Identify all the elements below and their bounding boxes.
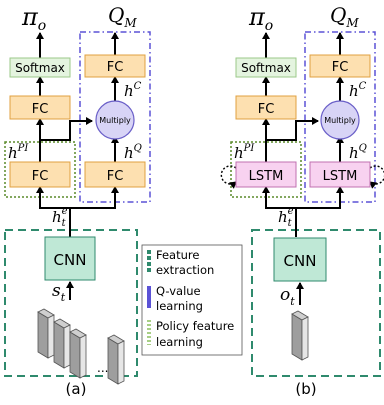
multiply-label-b: Multiply	[324, 116, 356, 125]
q-block-fc2-a: FC	[84, 161, 146, 188]
legend-item-feature: Feature extraction	[147, 248, 214, 277]
panel-b: πo QM Softmax FC LSTM FC	[220, 3, 384, 398]
cnn-label-b: CNN	[284, 252, 317, 270]
q-block-fc-a: FC	[84, 54, 146, 78]
svg-text:Feature: Feature	[156, 248, 199, 262]
policy-block-fc-label-b: FC	[258, 102, 275, 117]
policy-output-label-b: πo	[248, 3, 273, 34]
input-label-b: ot	[280, 285, 295, 308]
h-q-label-a: hQ	[124, 143, 142, 162]
svg-text:extraction: extraction	[156, 263, 214, 277]
policy-block-lstm-label-b: LSTM	[249, 169, 284, 184]
q-block-fc-label-a: FC	[107, 60, 124, 75]
policy-block-fc-label-a: FC	[32, 102, 49, 117]
input-label-a: st	[52, 281, 66, 304]
policy-block-lstm-b: LSTM	[235, 161, 297, 188]
h-q-label-b: hQ	[349, 143, 367, 162]
svg-text:learning: learning	[156, 299, 203, 313]
panel-caption-b: (b)	[295, 380, 316, 398]
q-block-fc-label-b: FC	[332, 60, 349, 75]
legend-item-q-value: Q-value learning	[147, 284, 203, 313]
frame-stack-image-a: ...	[37, 308, 125, 385]
recurrent-loop-policy-b	[220, 165, 237, 189]
h-pi-label-b: hPI	[234, 143, 255, 162]
q-block-lstm-b: LSTM	[309, 161, 371, 188]
svg-text:Q-value: Q-value	[156, 284, 201, 298]
cnn-block-b: CNN	[273, 237, 327, 282]
legend-item-policy: Policy feature learning	[147, 319, 234, 349]
policy-block-softmax-b: Softmax	[235, 57, 297, 78]
legend-box	[141, 244, 243, 356]
q-output-label-b: QM	[330, 3, 359, 30]
policy-block-softmax-label-b: Softmax	[241, 61, 291, 75]
policy-block-softmax-label-a: Softmax	[15, 61, 65, 75]
h-c-label-a: hC	[124, 81, 142, 100]
policy-block-fc-b: FC	[235, 95, 297, 120]
policy-output-label-a: πo	[21, 3, 46, 34]
observation-image-b	[291, 310, 309, 361]
policy-block-fc2-label-a: FC	[32, 169, 49, 184]
cnn-block-a: CNN	[44, 236, 96, 281]
legend: Feature extraction Q-value learning Poli…	[141, 244, 243, 356]
panel-caption-a: (a)	[66, 380, 87, 398]
panel-a: πo QM Softmax FC FC	[4, 3, 151, 398]
q-block-lstm-label-b: LSTM	[323, 169, 358, 184]
svg-text:Policy feature: Policy feature	[156, 319, 234, 333]
multiply-node-a: Multiply	[95, 100, 135, 140]
policy-block-softmax-a: Softmax	[9, 57, 71, 78]
multiply-label-a: Multiply	[99, 116, 131, 125]
h-c-label-b: hC	[349, 81, 367, 100]
cnn-label-a: CNN	[54, 251, 87, 269]
q-block-fc-b: FC	[309, 54, 371, 78]
q-block-fc2-label-a: FC	[107, 169, 124, 184]
svg-text:learning: learning	[156, 335, 203, 349]
feature-extraction-region-b	[251, 229, 381, 377]
policy-block-fc2-a: FC	[9, 161, 71, 188]
multiply-node-b: Multiply	[320, 100, 360, 140]
h-pi-label-a: hPI	[8, 143, 29, 162]
policy-block-fc-a: FC	[9, 95, 71, 120]
recurrent-loop-q-b	[369, 165, 384, 189]
q-output-label-a: QM	[108, 3, 137, 30]
frame-ellipsis-a: ...	[97, 361, 108, 375]
